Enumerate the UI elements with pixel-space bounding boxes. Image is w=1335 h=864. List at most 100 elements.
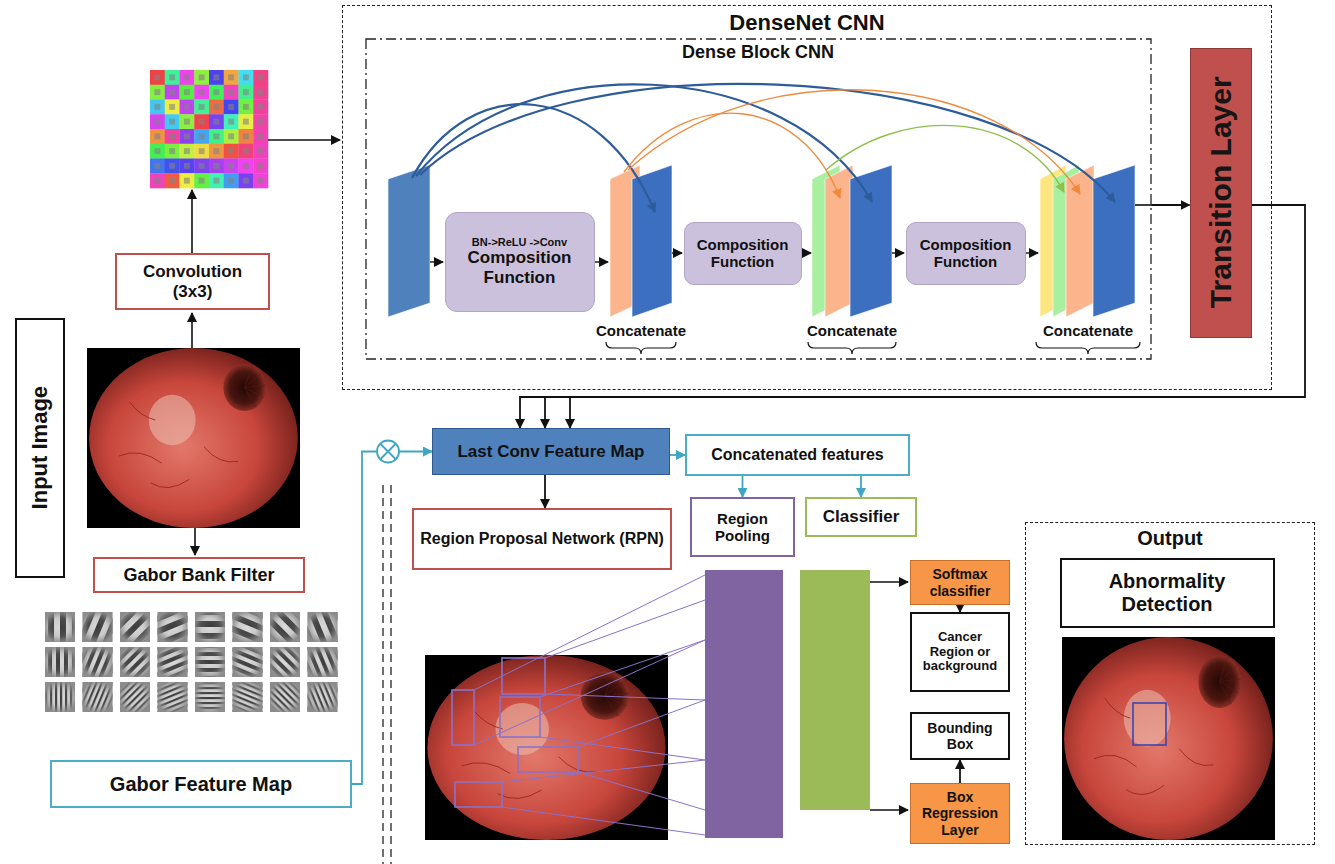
gabor-envelope	[195, 682, 225, 712]
grid-cell	[194, 173, 209, 188]
input-image	[87, 348, 300, 528]
grid-texture	[169, 89, 175, 95]
gabor-envelope	[158, 682, 188, 712]
grid-cell	[180, 114, 195, 129]
grid-cell	[165, 173, 180, 188]
grid-cell	[209, 114, 224, 129]
grid-texture	[243, 163, 249, 169]
connector	[520, 205, 1305, 428]
arrow-line	[191, 190, 193, 253]
gabor-envelope	[270, 682, 300, 712]
grid-cell	[194, 159, 209, 174]
grid-texture	[258, 104, 264, 110]
grid-texture	[169, 104, 175, 110]
grid-cell	[253, 85, 268, 100]
grid-cell	[165, 70, 180, 85]
multiply-symbol	[377, 441, 399, 463]
grid-cell	[165, 159, 180, 174]
grid-texture	[184, 104, 190, 110]
grid-texture	[169, 163, 175, 169]
pale-patch	[149, 395, 196, 445]
gabor-envelope	[120, 682, 150, 712]
image-frame	[425, 655, 668, 840]
connector-line	[399, 451, 432, 453]
gabor-kernel	[233, 647, 263, 677]
pooling-line	[474, 575, 705, 690]
grid-cell	[239, 129, 254, 144]
grid-texture	[213, 178, 219, 184]
node-text: Bounding Box	[918, 720, 1002, 752]
side-label: Input Image	[15, 318, 65, 578]
blood-vessel	[1179, 749, 1213, 766]
connector-line	[1152, 204, 1190, 206]
node-text: Abnormality Detection	[1068, 570, 1267, 616]
grid-cell	[150, 173, 165, 188]
grid-cell	[150, 100, 165, 115]
pooling-line	[502, 807, 705, 835]
grid-texture	[169, 178, 175, 184]
composition-box: BN->ReLU ->ConvComposition Function	[445, 212, 595, 312]
grid-cell	[180, 159, 195, 174]
blood-vessel	[119, 453, 162, 463]
grid-texture	[213, 163, 219, 169]
grid-texture	[243, 89, 249, 95]
gabor-kernel	[195, 647, 225, 677]
grid-texture	[184, 119, 190, 125]
grid-cell	[194, 144, 209, 159]
gabor-envelope	[120, 647, 150, 677]
node-text: BN->ReLU ->Conv	[472, 236, 567, 249]
grid-cell	[165, 100, 180, 115]
tissue	[1064, 637, 1273, 840]
arrow-line	[194, 528, 196, 555]
grid-texture	[169, 133, 175, 139]
connector	[670, 455, 685, 456]
grid-texture	[199, 133, 205, 139]
mucosal-fold	[605, 696, 618, 716]
arrow-line	[430, 261, 443, 262]
mucosal-fold	[1220, 682, 1232, 704]
node-text: Last Conv Feature Map	[457, 442, 644, 462]
connector	[1152, 205, 1190, 206]
grid-cell	[165, 114, 180, 129]
feature-map-slab	[825, 165, 853, 317]
grid-texture	[228, 133, 234, 139]
grid-texture	[228, 178, 234, 184]
grid-cell	[180, 85, 195, 100]
gabor-envelope	[45, 682, 75, 712]
node-text: Concatenated features	[711, 446, 884, 464]
grid-cell	[239, 70, 254, 85]
process-box: Gabor Feature Map	[50, 760, 352, 808]
grid-texture	[228, 89, 234, 95]
composition-box: Composition Function	[906, 222, 1026, 285]
gabor-kernel	[83, 682, 113, 712]
node-text: Composition Function	[452, 248, 588, 287]
outline	[366, 39, 1151, 359]
transition-layer: Transition Layer	[1190, 48, 1252, 338]
gabor-kernel	[45, 612, 75, 642]
grid-texture	[213, 119, 219, 125]
connector-line	[670, 454, 685, 456]
grid-texture	[258, 178, 264, 184]
proposal-box	[500, 697, 540, 737]
connector-line	[520, 205, 1305, 428]
grid-texture	[258, 133, 264, 139]
arrow-line	[624, 113, 840, 198]
grid-cell	[194, 85, 209, 100]
tissue	[427, 655, 665, 840]
grid-cell	[209, 159, 224, 174]
grid-texture	[258, 119, 264, 125]
node-text: Composition Function	[691, 236, 795, 271]
feature-map-slab	[1093, 165, 1135, 317]
arrow-line	[802, 252, 811, 253]
connector	[960, 605, 961, 612]
blood-vessel	[1126, 785, 1164, 794]
gabor-kernel	[233, 612, 263, 642]
feature-map-box: Last Conv Feature Map	[432, 428, 670, 475]
grid-texture	[243, 119, 249, 125]
arrow-line	[191, 313, 193, 348]
gabor-kernel	[45, 647, 75, 677]
lumen	[223, 364, 266, 411]
result-box: Abnormality Detection	[1060, 558, 1275, 628]
grid-cell	[239, 100, 254, 115]
grid-cell	[180, 129, 195, 144]
